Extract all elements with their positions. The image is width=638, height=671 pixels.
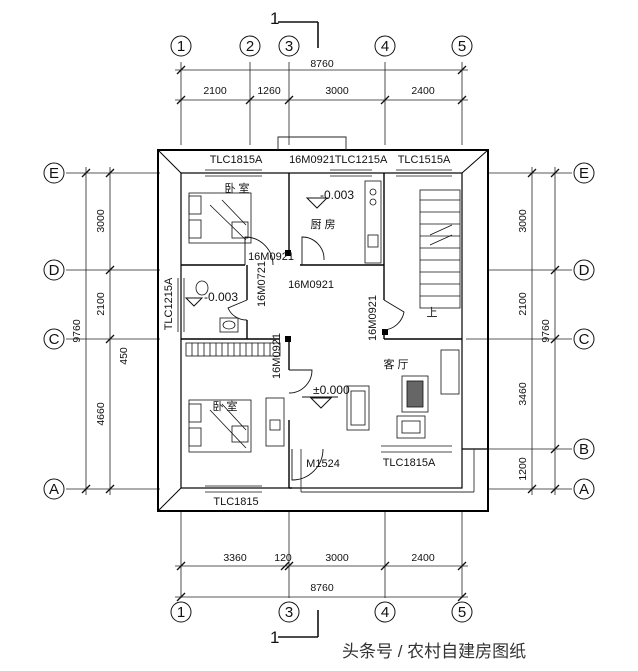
bed-top [188,192,252,244]
dim-left-seg-3: 450 [118,347,130,365]
living-room-furniture [346,349,460,439]
dim-bottom-total: 8760 [310,582,334,594]
door-label-kitchen: 16M0921 [288,279,334,291]
axis-left-A: A [49,481,59,498]
section-mark-top-label: 1 [270,9,279,28]
level-kitchen: -0.003 [320,188,354,202]
dim-left-total: 9760 [71,319,83,343]
dim-right-seg-1: 3000 [517,209,529,233]
axis-bottom-1: 1 [177,604,185,621]
dim-right-seg-3: 3460 [517,382,529,406]
axis-right-C: C [579,331,590,348]
dim-top-seg-1: 2100 [203,85,227,97]
column-posts [285,250,388,342]
window-label-bottom-bedroom: TLC1815 [213,496,258,508]
dim-bottom-seg-1: 3360 [223,552,247,564]
axis-top-5: 5 [458,38,466,55]
dim-top-seg-4: 2400 [411,85,435,97]
dim-bottom-seg-3: 3000 [325,552,349,564]
window-label-living: TLC1815A [383,457,436,469]
window-label-kitchen: TLC1215A [335,154,388,166]
exterior-walls [157,149,489,512]
stairs [419,189,461,309]
axis-top-4: 4 [381,38,389,55]
axis-left-E: E [49,165,59,182]
interior-walls [181,173,462,489]
dim-bottom-seg-2: 120 [274,552,292,564]
level-bath: -0.003 [204,290,238,304]
room-label-bedroom1: 卧 室 [224,181,249,195]
window-label-top-bedroom: TLC1815A [210,154,263,166]
dim-bottom-seg-4: 2400 [411,552,435,564]
section-mark-bottom [278,610,319,638]
dimension-ticks [81,65,560,602]
axis-left-D: D [49,262,60,279]
dim-right-seg-2: 2100 [517,292,529,316]
door-label-entrance: M1524 [306,458,340,470]
bathroom-fixtures [195,280,239,333]
section-mark-bottom-label: 1 [270,628,279,647]
window-label-stair: TLC1515A [398,154,451,166]
level-living: ±0.000 [313,383,350,397]
axis-right-A: A [579,481,589,498]
dim-right-total: 9760 [540,319,552,343]
door-label-bedroom2: 16M0921 [271,333,283,379]
dim-left-seg-4: 4660 [95,402,107,426]
wardrobe [185,342,281,357]
door-label-bedroom1: 16M0921 [248,251,294,263]
axis-right-D: D [579,262,590,279]
kitchen-fixtures [364,180,382,264]
section-mark-top [278,21,319,48]
axis-top-1: 1 [177,38,185,55]
grid-lines [66,62,572,598]
doors [227,236,405,481]
axis-top-3: 3 [285,38,293,55]
dim-left-seg-2: 2100 [95,292,107,316]
axis-bottom-3: 3 [285,604,293,621]
dim-top-seg-3: 3000 [325,85,349,97]
level-symbols [184,197,338,409]
dim-top-total: 8760 [310,58,334,70]
top-protrusion [277,136,347,150]
room-label-stair-up: 上 [427,306,438,319]
dim-top-seg-2: 1260 [257,85,281,97]
windows [177,169,452,493]
door-label-bath: 16M0721 [256,261,268,307]
window-label-left: TLC1215A [163,277,175,330]
dim-left-seg-1: 3000 [95,209,107,233]
axis-bottom-5: 5 [458,604,466,621]
room-label-bedroom2: 卧 室 [212,399,237,413]
axis-right-E: E [579,165,589,182]
axis-bubbles [43,35,595,623]
room-label-kitchen: 厨 房 [310,218,335,231]
porch-outline [300,449,475,493]
axis-right-B: B [579,441,589,458]
axis-bottom-4: 4 [381,604,389,621]
dim-right-seg-4: 1200 [517,457,529,481]
bed-bottom [188,397,285,453]
axis-left-C: C [49,331,60,348]
window-label-top-center: 16M0921 [289,154,335,166]
door-label-stair: 16M0921 [367,295,379,341]
room-label-living: 客 厅 [383,357,408,371]
watermark-text: 头条号 / 农村自建房图纸 [342,642,526,661]
axis-top-2: 2 [246,38,254,55]
